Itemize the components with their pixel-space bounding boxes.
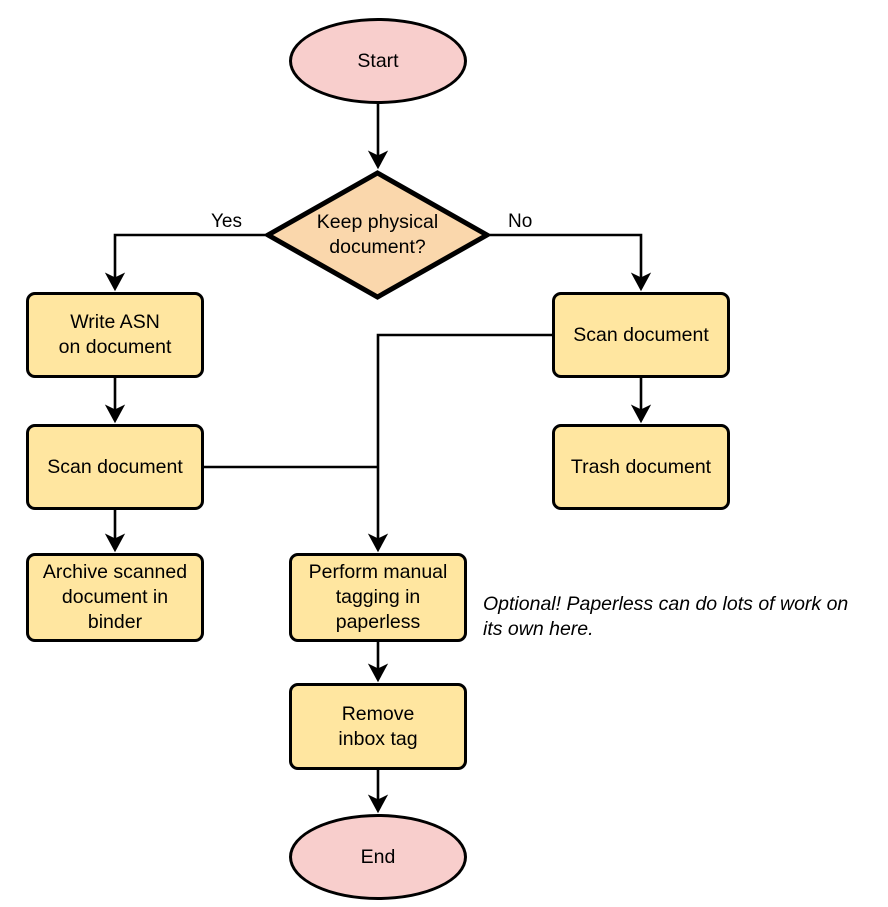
node-end-label: End — [360, 845, 396, 868]
node-tagging-label: Perform manual tagging in paperless — [309, 560, 448, 635]
node-end[interactable]: End — [289, 814, 467, 900]
remove-inbox-line-2: inbox tag — [338, 727, 418, 750]
write-asn-line-2: on document — [58, 336, 172, 358]
node-write-asn-on-document[interactable]: Write ASN on document — [26, 292, 204, 378]
tagging-line-1: Perform manual — [308, 561, 448, 584]
decision-label-line-2: document? — [329, 236, 426, 258]
write-asn-line-1: Write ASN — [70, 311, 160, 334]
edge-label-yes: Yes — [211, 211, 242, 232]
edge-label-no: No — [508, 211, 533, 232]
archive-line-3: binder — [87, 610, 143, 633]
edge-no-to-scan-right — [490, 233, 652, 292]
edge-yes-to-write-asn — [104, 233, 265, 292]
archive-line-2: document in — [61, 586, 169, 609]
tagging-line-2: tagging in — [335, 586, 421, 609]
node-remove-inbox-label: Remove inbox tag — [338, 702, 417, 752]
node-scan-document-right-label: Scan document — [573, 323, 709, 346]
remove-inbox-line-1: Remove — [341, 702, 415, 725]
node-archive-scanned-document[interactable]: Archive scanned document in binder — [26, 553, 204, 642]
node-start-label: Start — [357, 49, 399, 72]
node-trash-document[interactable]: Trash document — [552, 424, 730, 510]
node-trash-document-label: Trash document — [570, 455, 712, 478]
node-write-asn-label: Write ASN on document — [59, 310, 172, 360]
annotation-line-1: Optional! Paperless can do lots of work … — [483, 593, 849, 615]
node-remove-inbox-tag[interactable]: Remove inbox tag — [289, 683, 467, 770]
annotation-line-2: its own here. — [483, 618, 594, 641]
node-archive-label: Archive scanned document in binder — [43, 560, 187, 635]
node-keep-physical-document-label: Keep physical document? — [265, 210, 490, 260]
archive-line-1: Archive scanned — [42, 561, 188, 584]
node-keep-physical-document[interactable]: Keep physical document? — [265, 170, 490, 300]
node-scan-document-right[interactable]: Scan document — [552, 292, 730, 378]
node-start[interactable]: Start — [289, 18, 467, 104]
edge-scan-right-to-tagging — [367, 333, 552, 553]
tagging-line-3: paperless — [335, 610, 421, 633]
node-scan-document-left-label: Scan document — [47, 455, 183, 478]
node-perform-manual-tagging[interactable]: Perform manual tagging in paperless — [289, 553, 467, 642]
annotation-optional-note: Optional! Paperless can do lots of work … — [483, 592, 883, 643]
decision-label-line-1: Keep physical — [316, 211, 439, 234]
node-scan-document-left[interactable]: Scan document — [26, 424, 204, 510]
decision-diamond-shape — [265, 170, 490, 300]
